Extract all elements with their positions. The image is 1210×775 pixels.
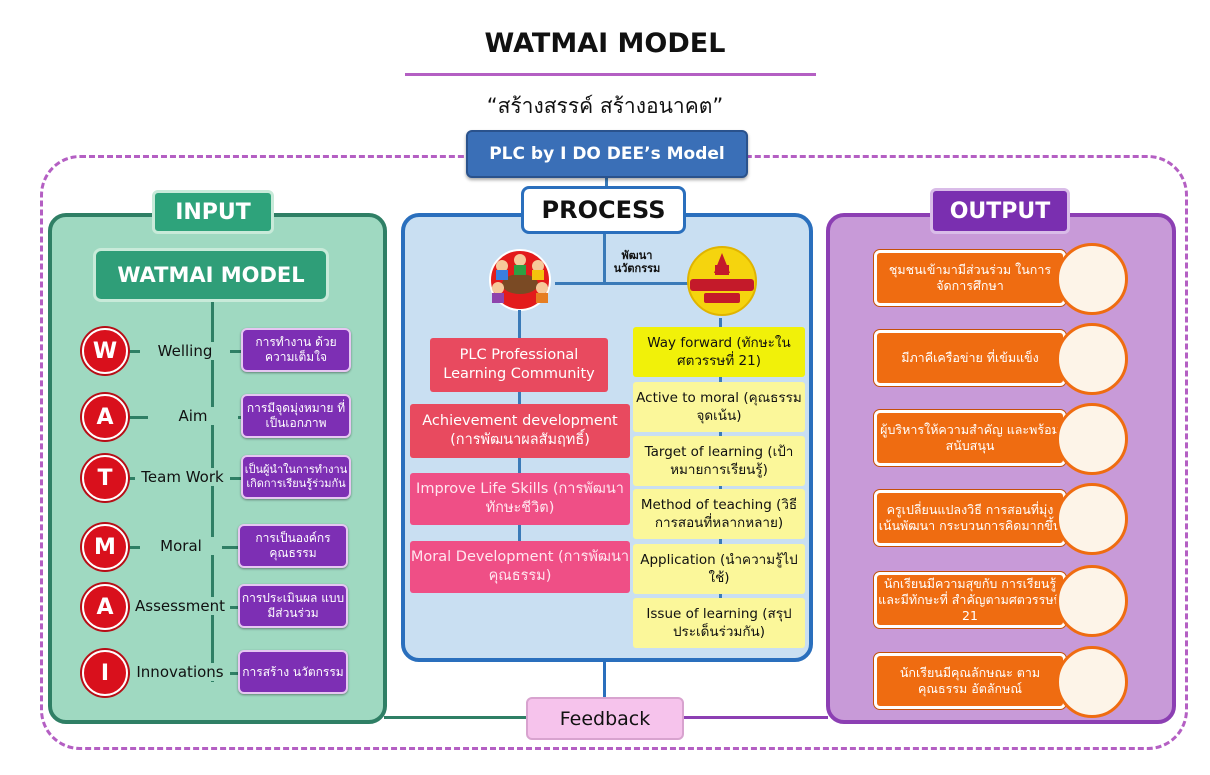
page-title: WATMAI MODEL bbox=[484, 28, 726, 59]
output-feedback-connector bbox=[683, 716, 828, 719]
letter-badge: W bbox=[82, 328, 128, 374]
row-label: Team Work bbox=[135, 468, 230, 486]
process-right-item: Method of teaching (วิธีการสอนที่หลากหลา… bbox=[633, 489, 805, 539]
letter-badge: T bbox=[82, 455, 128, 501]
plc-model-label: PLC by I DO DEE’s Model bbox=[466, 130, 748, 178]
process-right-item: Target of learning (เป้าหมายการเรียนรู้) bbox=[633, 436, 805, 486]
output-item: นักเรียนมีคุณลักษณะ ตามคุณธรรม อัตลักษณ์ bbox=[874, 653, 1066, 709]
letter-badge: M bbox=[82, 524, 128, 570]
row-label: Aim bbox=[148, 407, 238, 425]
output-tag: OUTPUT bbox=[930, 188, 1070, 234]
watmai-style-logo bbox=[682, 245, 762, 317]
row-description: การมีจุดมุ่งหมาย ที่เป็นเอกภาพ bbox=[241, 394, 351, 438]
teacher-illustration bbox=[1056, 483, 1128, 555]
process-left-item: PLC Professional Learning Community bbox=[430, 338, 608, 392]
row-description: เป็นผู้นำในการทำงาน เกิดการเรียนรู้ร่วมก… bbox=[241, 455, 351, 499]
row-description: การทำงาน ด้วยความเต็มใจ bbox=[241, 328, 351, 372]
process-right-item: Active to moral (คุณธรรมจุดเน้น) bbox=[633, 382, 805, 432]
process-tag: PROCESS bbox=[521, 186, 686, 234]
output-item: ชุมชนเข้ามามีส่วนร่วม ในการจัดการศึกษา bbox=[874, 250, 1066, 306]
students-illustration bbox=[1056, 565, 1128, 637]
innovation-label: พัฒนา นวัตกรรม bbox=[613, 249, 661, 275]
input-feedback-connector bbox=[384, 716, 528, 719]
plc-to-process-connector bbox=[605, 176, 608, 188]
input-tag: INPUT bbox=[152, 190, 274, 234]
process-right-item: Way forward (ทักษะในศตวรรษที่ 21) bbox=[633, 327, 805, 377]
process-center-line bbox=[603, 234, 606, 284]
network-illustration bbox=[1056, 323, 1128, 395]
row-description: การประเมินผล แบบมีส่วนร่วม bbox=[238, 584, 348, 628]
row-description: การเป็นองค์กร คุณธรรม bbox=[238, 524, 348, 568]
process-left-item: Improve Life Skills (การพัฒนาทักษะชีวิต) bbox=[410, 473, 630, 525]
output-item: ครูเปลี่ยนแปลงวิธี การสอนที่มุ่งเน้นพัฒน… bbox=[874, 490, 1066, 546]
letter-badge: I bbox=[82, 650, 128, 696]
feedback-box: Feedback bbox=[526, 697, 684, 740]
letter-badge: A bbox=[82, 394, 128, 440]
process-right-item: Application (นำความรู้ไปใช้) bbox=[633, 544, 805, 594]
process-right-item: Issue of learning (สรุปประเด็นร่วมกัน) bbox=[633, 598, 805, 648]
input-spine-line bbox=[211, 302, 214, 682]
title-underline bbox=[405, 73, 816, 76]
row-label: Assessment bbox=[130, 597, 230, 615]
process-branch-line bbox=[555, 282, 690, 285]
plc-group-image bbox=[478, 248, 562, 312]
row-label: Welling bbox=[140, 342, 230, 360]
row-description: การสร้าง นวัตกรรม bbox=[238, 650, 348, 694]
page-subtitle: “สร้างสรรค์ สร้างอนาคต” bbox=[486, 94, 724, 118]
process-left-item: Moral Development (การพัฒนาคุณธรรม) bbox=[410, 541, 630, 593]
output-item: มีภาคีเครือข่าย ที่เข้มแข็ง bbox=[874, 330, 1066, 386]
process-feedback-connector bbox=[603, 660, 606, 699]
watmai-model-box: WATMAI MODEL bbox=[93, 248, 329, 302]
process-left-item: Achievement development (การพัฒนาผลสัมฤท… bbox=[410, 404, 630, 458]
row-label: Moral bbox=[140, 537, 222, 555]
output-item: ผู้บริหารให้ความสำคัญ และพร้อมสนับสนุน bbox=[874, 410, 1066, 466]
community-illustration bbox=[1056, 243, 1128, 315]
output-item: นักเรียนมีความสุขกับ การเรียนรู้ และมีทั… bbox=[874, 572, 1066, 628]
student-character-illustration bbox=[1056, 646, 1128, 718]
letter-badge: A bbox=[82, 584, 128, 630]
administrator-illustration bbox=[1056, 403, 1128, 475]
row-label: Innovations bbox=[130, 663, 230, 681]
